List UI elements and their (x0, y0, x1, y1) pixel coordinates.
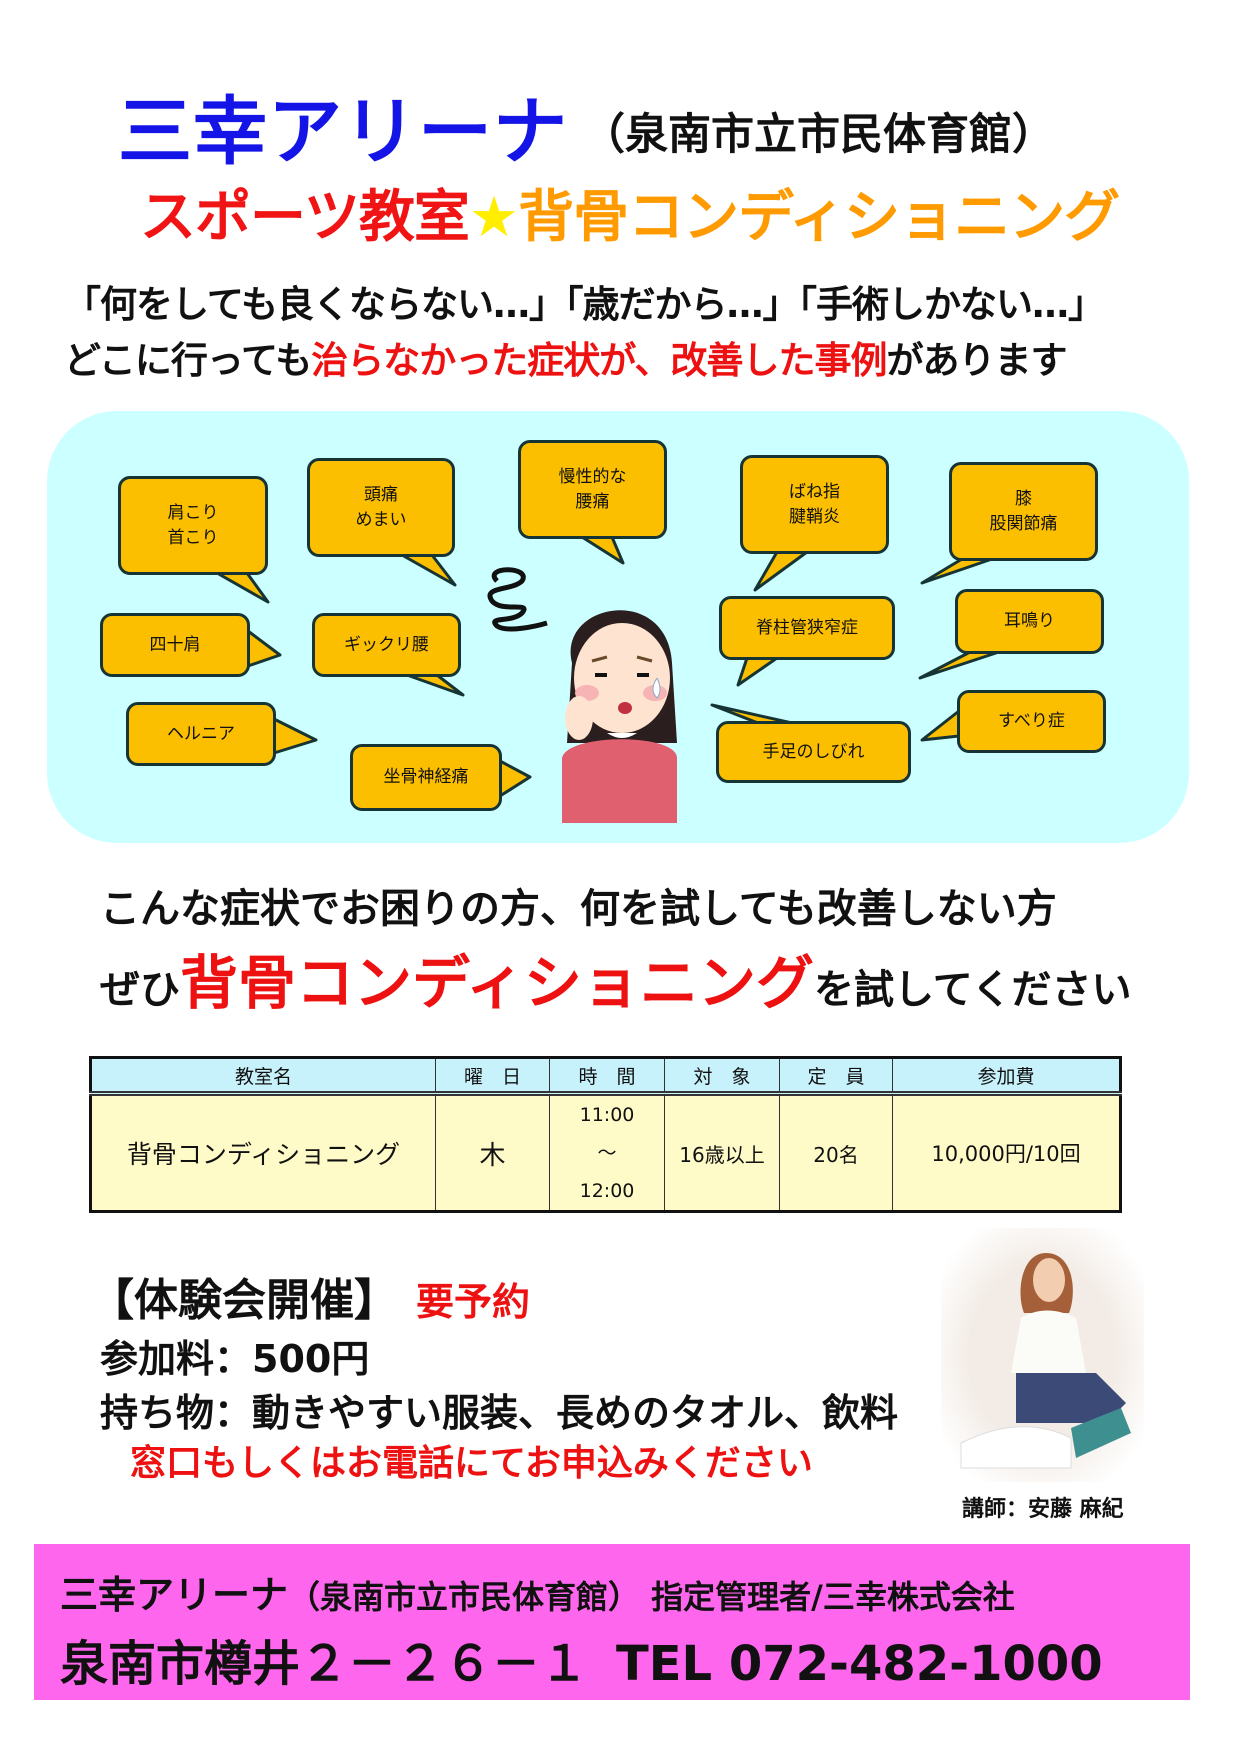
worried-woman-illustration (562, 610, 677, 823)
footer: 三幸アリーナ（泉南市立市民体育館） 指定管理者/三幸株式会社 泉南市樽井２－２６… (34, 1544, 1190, 1700)
col-class: 教室名 (90, 1057, 436, 1096)
instructor-photo (941, 1228, 1144, 1482)
pitch-text: ぜひ (100, 967, 180, 1013)
footer-phone: TEL 072-482-1000 (616, 1636, 1103, 1692)
lead-line-2: どこに行っても治らなかった症状が、改善した事例があります (64, 330, 1067, 384)
symptom-bubble: 坐骨神経痛 (350, 744, 502, 811)
symptom-bubble: ギックリ腰 (312, 613, 461, 677)
symptom-bubble: すべり症 (957, 690, 1106, 753)
star-icon: ★ (468, 185, 519, 250)
trial-apply: 窓口もしくはお電話にてお申込みください (130, 1443, 813, 1484)
symptoms-panel: 肩こり 首こり 頭痛 めまい 慢性的な 腰痛 ばね指 腱鞘炎 膝 股関節痛 四十… (47, 411, 1189, 843)
subtitle-sports: スポーツ教室 (140, 185, 470, 250)
subtitle: スポーツ教室★背骨コンディショニング (140, 172, 1120, 253)
reservation-required: 要予約 (416, 1280, 531, 1324)
table-row: 背骨コンディショニング 木 11:00 〜 12:00 16歳以上 20名 10,0… (90, 1093, 1121, 1212)
symptom-bubble: 膝 股関節痛 (949, 462, 1098, 561)
footer-contact-line: 泉南市樽井２－２６－１ TEL 072-482-1000 (60, 1624, 1103, 1694)
col-day: 曜 日 (435, 1057, 550, 1096)
time-end: 12:00 (579, 1180, 635, 1202)
cell-time: 11:00 〜 12:00 (549, 1093, 665, 1212)
lead-text: どこに行っても (64, 339, 312, 382)
cell-fee: 10,000円/10回 (892, 1093, 1121, 1212)
facility-name: （泉南市立市民体育館） (582, 110, 1055, 160)
pitch-line-2: ぜひ背骨コンディショニングを試してください (100, 936, 1132, 1020)
symptom-bubble: 肩こり 首こり (118, 476, 268, 575)
table-header-row: 教室名 曜 日 時 間 対 象 定 員 参加費 (90, 1057, 1121, 1096)
trial-heading: 【体験会開催】要予約 (90, 1264, 530, 1328)
symptom-bubble: ヘルニア (126, 702, 276, 766)
symptom-bubble: 手足のしびれ (716, 721, 911, 783)
symptom-bubble: 耳鳴り (955, 589, 1104, 654)
symptom-bubble: 脊柱管狭窄症 (719, 596, 895, 660)
symptom-bubble: 頭痛 めまい (307, 458, 455, 557)
lead-highlight: 治らなかった症状が、改善した事例 (311, 339, 887, 382)
page-title: 三幸アリーナ (118, 89, 568, 175)
lead-line-1: 「何をしても良くならない…」「歳だから…」「手術しかない…」 (64, 283, 1105, 326)
symptom-bubble: ばね指 腱鞘炎 (740, 455, 889, 554)
time-start: 11:00 (579, 1104, 635, 1126)
lead-text: があります (886, 339, 1067, 382)
trial-fee: 参加料：500円 (100, 1337, 370, 1381)
pitch-program: 背骨コンディショニング (180, 949, 814, 1017)
cell-target: 16歳以上 (664, 1093, 780, 1212)
symptom-bubble: 四十肩 (100, 613, 250, 677)
footer-manager: 指定管理者/三幸株式会社 (651, 1578, 1015, 1616)
cell-class: 背骨コンディショニング (90, 1093, 436, 1212)
col-target: 対 象 (664, 1057, 780, 1096)
symptom-bubble: 慢性的な 腰痛 (518, 440, 667, 539)
footer-address: 泉南市樽井２－２６－１ (60, 1636, 589, 1692)
footer-org-line: 三幸アリーナ（泉南市立市民体育館） 指定管理者/三幸株式会社 (60, 1564, 1015, 1619)
cell-capacity: 20名 (779, 1093, 893, 1212)
instructor-caption: 講師：安藤 麻紀 (962, 1497, 1124, 1522)
trial-items: 持ち物：動きやすい服装、長めのタオル、飲料 (100, 1391, 899, 1435)
col-time: 時 間 (549, 1057, 665, 1096)
cell-day: 木 (435, 1093, 550, 1212)
footer-org-sub: （泉南市立市民体育館） (288, 1578, 641, 1616)
footer-org: 三幸アリーナ (60, 1573, 289, 1617)
schedule-table: 教室名 曜 日 時 間 対 象 定 員 参加費 背骨コンディショニング 木 11… (89, 1056, 1122, 1213)
worry-swirl-icon (487, 567, 548, 632)
pitch-text: を試してください (813, 967, 1132, 1013)
col-fee: 参加費 (892, 1057, 1121, 1096)
time-sep: 〜 (597, 1142, 617, 1164)
trial-title: 【体験会開催】 (90, 1275, 398, 1326)
subtitle-program: 背骨コンディショニング (518, 185, 1120, 250)
col-capacity: 定 員 (779, 1057, 893, 1096)
pitch-line-1: こんな症状でお困りの方、何を試しても改善しない方 (100, 886, 1057, 932)
